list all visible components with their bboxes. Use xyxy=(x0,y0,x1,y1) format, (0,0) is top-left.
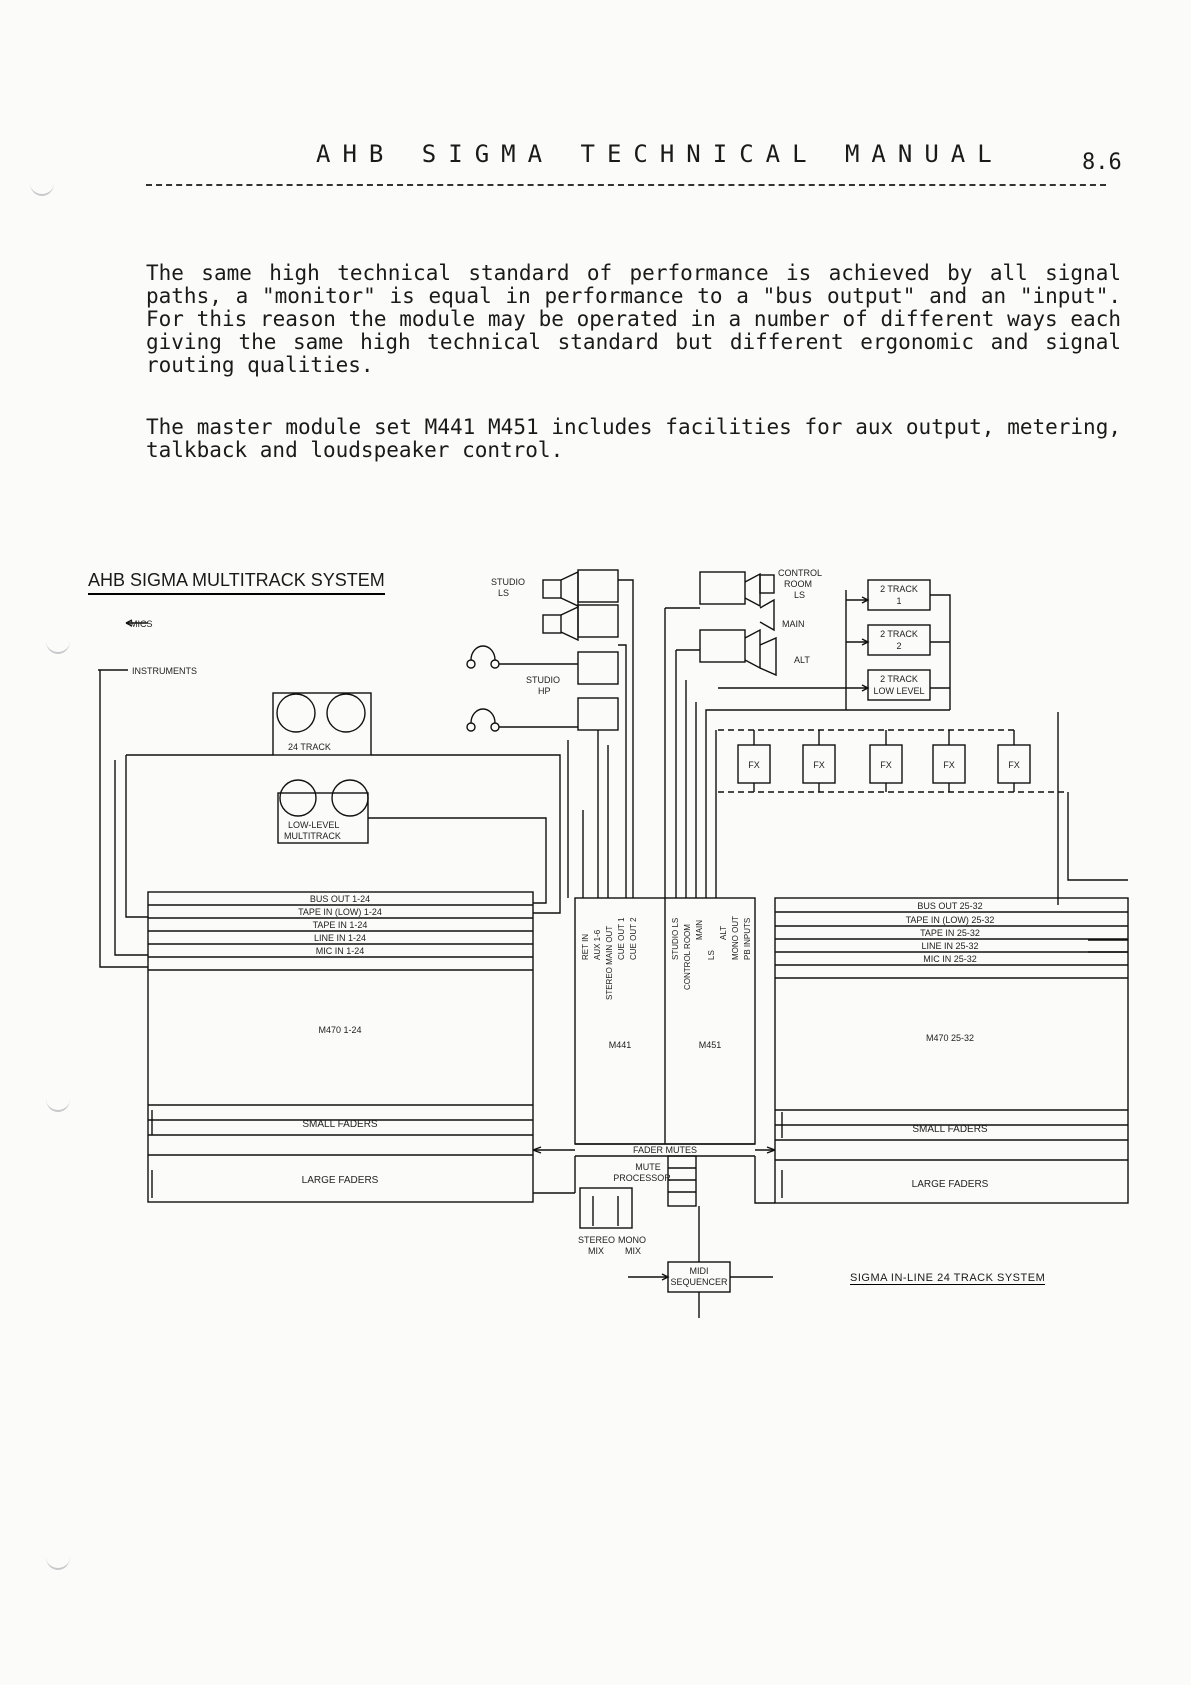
diagram-caption: SIGMA IN-LINE 24 TRACK SYSTEM xyxy=(850,1272,1046,1285)
left-row-4: MIC IN 1-24 xyxy=(316,946,365,956)
left-small-faders: SMALL FADERS xyxy=(302,1119,378,1130)
punch-hole-mark xyxy=(46,628,70,654)
page-header: AHB SIGMA TECHNICAL MANUAL 8.6 xyxy=(0,140,1191,186)
mute-processor-label-1: MUTE xyxy=(635,1162,661,1172)
right-row-2: TAPE IN 25-32 xyxy=(920,928,980,938)
right-row-1: TAPE IN (LOW) 25-32 xyxy=(906,915,995,925)
right-row-4: MIC IN 25-32 xyxy=(923,954,977,964)
two-track-1-label-a: 2 TRACK xyxy=(880,584,918,594)
main-ls-label: MAIN xyxy=(782,619,805,629)
right-module-label: M470 25-32 xyxy=(926,1033,974,1043)
control-room-label-3: LS xyxy=(794,590,805,600)
fx-5-label: FX xyxy=(1008,760,1020,770)
punch-hole-mark xyxy=(46,1544,70,1570)
system-block-diagram: MICS INSTRUMENTS 24 TRACK LOW-LEVEL MULT… xyxy=(98,568,1129,1318)
midi-label-1: MIDI xyxy=(690,1266,709,1276)
fx-2-label: FX xyxy=(813,760,825,770)
header-rule xyxy=(146,184,1106,186)
m451-label-alt: ALT xyxy=(719,926,728,940)
left-row-0: BUS OUT 1-24 xyxy=(310,894,370,904)
two-track-3-label-b: LOW LEVEL xyxy=(873,686,924,696)
mono-mix-label-1: MONO xyxy=(618,1235,646,1245)
alt-ls-label: ALT xyxy=(794,655,810,665)
control-room-label-1: CONTROL xyxy=(778,568,822,578)
two-track-1-label-b: 1 xyxy=(896,596,901,606)
m441-label-stereo-main-out: STEREO MAIN OUT xyxy=(605,926,614,1000)
left-row-3: LINE IN 1-24 xyxy=(314,933,366,943)
m441-label-cue-out-2: CUE OUT 2 xyxy=(629,917,638,960)
instruments-label: INSTRUMENTS xyxy=(132,666,197,676)
left-large-faders: LARGE FADERS xyxy=(302,1175,379,1186)
stereo-mix-label-2: MIX xyxy=(588,1246,604,1256)
fx-4-label: FX xyxy=(943,760,955,770)
m451-label-pb-inputs: PB INPUTS xyxy=(743,918,752,960)
midi-label-2: SEQUENCER xyxy=(670,1277,728,1287)
page-title: AHB SIGMA TECHNICAL MANUAL xyxy=(316,140,1004,168)
control-room-label-2: ROOM xyxy=(784,579,812,589)
studio-ls-label-1: STUDIO xyxy=(491,577,525,587)
studio-ls-label-2: LS xyxy=(498,588,509,598)
stereo-mix-label-1: STEREO xyxy=(578,1235,615,1245)
diagram-title: AHB SIGMA MULTITRACK SYSTEM xyxy=(88,570,385,595)
punch-hole-mark xyxy=(30,170,54,196)
two-track-2-label-b: 2 xyxy=(896,641,901,651)
left-row-2: TAPE IN 1-24 xyxy=(313,920,368,930)
lowlevel-label-2: MULTITRACK xyxy=(284,831,341,841)
body-paragraph-1: The same high technical standard of perf… xyxy=(146,261,1121,377)
fx-1-label: FX xyxy=(748,760,760,770)
left-module-label: M470 1-24 xyxy=(318,1025,361,1035)
mics-label: MICS xyxy=(130,619,153,629)
two-track-3-label-a: 2 TRACK xyxy=(880,674,918,684)
right-small-faders: SMALL FADERS xyxy=(912,1124,988,1135)
two-track-2-label-a: 2 TRACK xyxy=(880,629,918,639)
m451-label-mono-out: MONO OUT xyxy=(731,916,740,960)
mute-processor-label-2: PROCESSOR xyxy=(613,1173,671,1183)
body-paragraph-2: The master module set M441 M451 includes… xyxy=(146,415,1121,462)
m441-label-cue-out-1: CUE OUT 1 xyxy=(617,917,626,960)
mono-mix-label-2: MIX xyxy=(625,1246,641,1256)
right-row-3: LINE IN 25-32 xyxy=(921,941,978,951)
track24-label: 24 TRACK xyxy=(288,742,331,752)
m451-module-label: M451 xyxy=(699,1040,722,1050)
fader-mutes-label: FADER MUTES xyxy=(633,1145,697,1155)
m441-label-ret-in: RET IN xyxy=(581,934,590,960)
studio-hp-label-1: STUDIO xyxy=(526,675,560,685)
left-row-1: TAPE IN (LOW) 1-24 xyxy=(298,907,382,917)
right-row-0: BUS OUT 25-32 xyxy=(917,901,982,911)
m451-label-control-room: CONTROL ROOM xyxy=(683,924,692,990)
fx-3-label: FX xyxy=(880,760,892,770)
punch-hole-mark xyxy=(46,1086,70,1112)
right-large-faders: LARGE FADERS xyxy=(912,1179,989,1190)
lowlevel-label-1: LOW-LEVEL xyxy=(288,820,339,830)
m441-label-aux: AUX 1-6 xyxy=(593,929,602,960)
studio-hp-label-2: HP xyxy=(538,686,551,696)
m451-label-main: MAIN xyxy=(695,920,704,940)
m451-label-studio-ls: STUDIO LS xyxy=(671,918,680,960)
m451-label-ls: LS xyxy=(707,950,716,960)
page-number: 8.6 xyxy=(1082,150,1122,175)
m441-module-label: M441 xyxy=(609,1040,632,1050)
